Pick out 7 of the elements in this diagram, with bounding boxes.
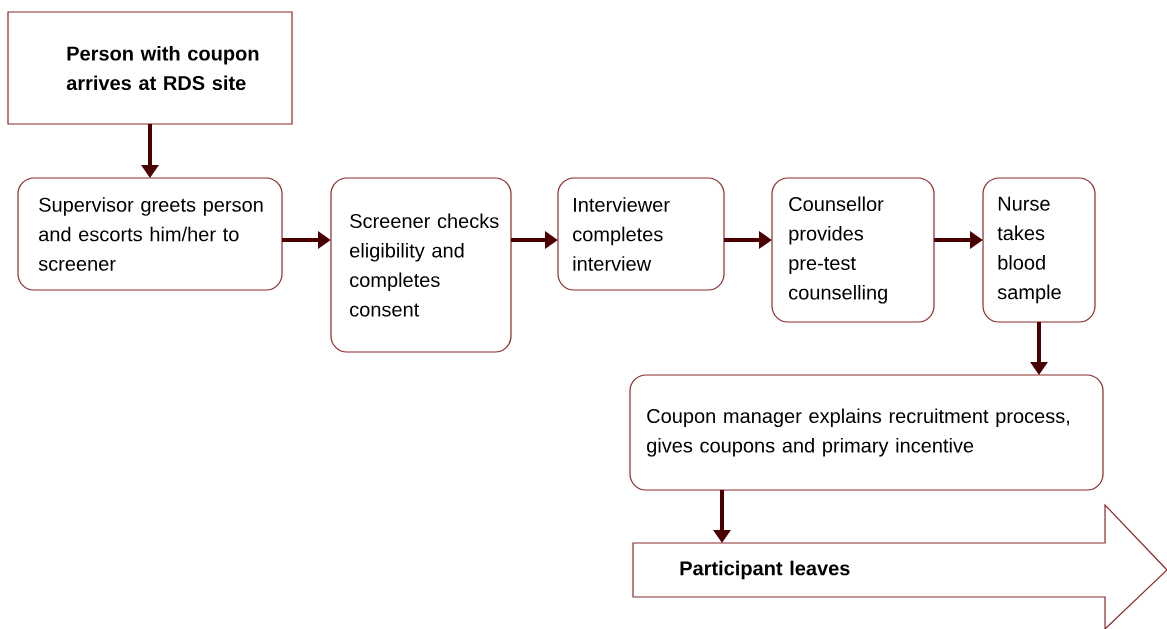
process-box: Nurse takes blood sample	[982, 177, 1096, 323]
process-box: Screener checks eligibility and completes consent	[330, 177, 512, 353]
process-box: Interviewer completes interview	[557, 177, 725, 291]
process-box: Counsellor provides pre-test counselling	[771, 177, 935, 323]
process-box: Coupon manager explains recruitment process, gives coupons and primary incentive	[629, 374, 1104, 491]
process-box: Supervisor greets person and escorts him/her to screener	[17, 177, 283, 291]
start-box: Person with coupon arrives at RDS site	[7, 11, 293, 125]
